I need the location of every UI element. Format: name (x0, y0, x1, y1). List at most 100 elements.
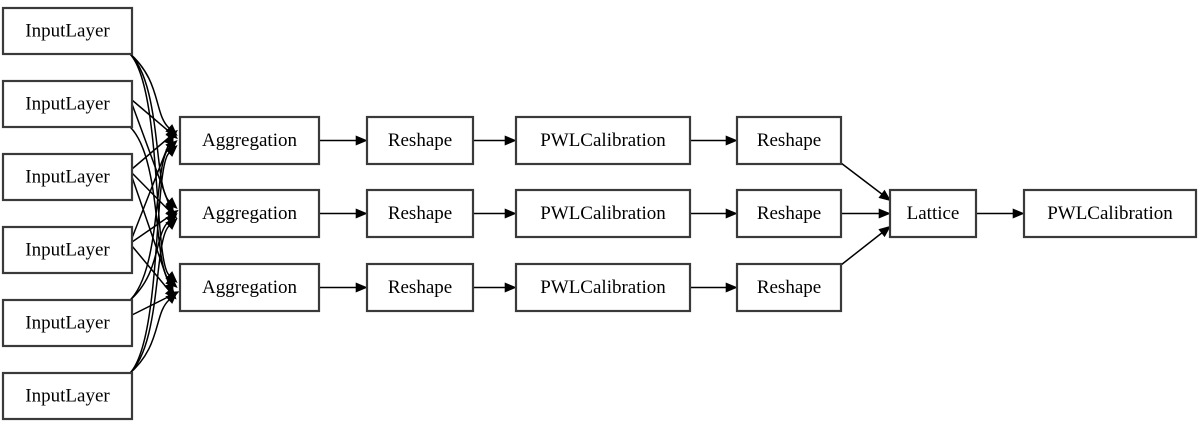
graph-node-lattice[interactable]: Lattice (888, 188, 978, 239)
node-box[interactable] (514, 188, 692, 239)
graph-edge (127, 140, 178, 303)
edge-arrowhead (355, 208, 368, 219)
node-box[interactable] (365, 115, 475, 166)
node-label: Reshape (388, 130, 452, 151)
graph-node-inputlayer[interactable]: InputLayer (1, 152, 134, 202)
graph-node-reshape[interactable]: Reshape (365, 188, 475, 239)
node-box[interactable] (1022, 188, 1198, 239)
graph-edge (841, 208, 891, 219)
node-box[interactable] (735, 115, 843, 166)
graph-node-inputlayer[interactable]: InputLayer (1, 225, 134, 275)
node-label: InputLayer (25, 385, 110, 406)
node-label: Aggregation (202, 130, 297, 151)
edge-arrowhead (878, 208, 891, 219)
graph-edge (127, 218, 178, 376)
edge-line (127, 147, 170, 303)
graph-node-reshape[interactable]: Reshape (735, 262, 843, 313)
node-label: PWLCalibration (540, 130, 666, 151)
node-box[interactable] (365, 188, 475, 239)
node-label: InputLayer (25, 166, 110, 187)
node-label: InputLayer (25, 312, 110, 333)
edge-arrowhead (165, 140, 178, 152)
node-label: Reshape (757, 203, 821, 224)
graph-node-aggregation[interactable]: Aggregation (178, 262, 321, 313)
edge-line (840, 162, 883, 195)
graph-node-inputlayer[interactable]: InputLayer (1, 298, 134, 348)
graph-edge (131, 103, 174, 216)
node-layer: InputLayerInputLayerInputLayerInputLayer… (1, 6, 1198, 421)
edge-arrowhead (165, 292, 178, 304)
graph-edge (319, 282, 368, 293)
edge-arrowhead (878, 189, 892, 202)
node-label: Reshape (757, 277, 821, 298)
graph-edge (319, 135, 368, 146)
node-label: Reshape (388, 203, 452, 224)
node-label: PWLCalibration (540, 203, 666, 224)
node-label: Aggregation (202, 203, 297, 224)
graph-node-inputlayer[interactable]: InputLayer (1, 6, 134, 56)
node-box[interactable] (178, 188, 321, 239)
node-box[interactable] (365, 262, 475, 313)
node-label: PWLCalibration (1047, 203, 1173, 224)
node-label: InputLayer (25, 239, 110, 260)
node-box[interactable] (735, 188, 843, 239)
edge-line (131, 245, 170, 291)
graph-node-reshape[interactable]: Reshape (365, 115, 475, 166)
node-box[interactable] (1, 371, 134, 421)
edge-arrowhead (725, 208, 738, 219)
graph-node-pwlcalibration[interactable]: PWLCalibration (514, 262, 692, 313)
node-box[interactable] (1, 6, 134, 56)
graph-edge (127, 292, 178, 376)
graph-node-reshape[interactable]: Reshape (365, 262, 475, 313)
edge-line (131, 136, 170, 170)
graph-node-pwlcalibration[interactable]: PWLCalibration (514, 188, 692, 239)
edge-arrowhead (165, 218, 178, 230)
graph-node-aggregation[interactable]: Aggregation (178, 115, 321, 166)
node-box[interactable] (514, 262, 692, 313)
graph-node-inputlayer[interactable]: InputLayer (1, 79, 134, 129)
node-box[interactable] (1, 79, 134, 129)
graph-node-pwlcalibration[interactable]: PWLCalibration (1022, 188, 1198, 239)
node-box[interactable] (178, 262, 321, 313)
node-label: Reshape (388, 277, 452, 298)
graph-node-reshape[interactable]: Reshape (735, 188, 843, 239)
node-box[interactable] (735, 262, 843, 313)
edge-arrowhead (504, 135, 517, 146)
edge-arrowhead (504, 208, 517, 219)
graph-edge (127, 51, 178, 136)
graph-node-pwlcalibration[interactable]: PWLCalibration (514, 115, 692, 166)
edge-arrowhead (725, 282, 738, 293)
node-label: PWLCalibration (540, 277, 666, 298)
node-box[interactable] (178, 115, 321, 166)
edge-arrowhead (504, 282, 517, 293)
edge-line (840, 232, 883, 266)
node-box[interactable] (1, 152, 134, 202)
edge-arrowhead (725, 135, 738, 146)
edge-line (127, 51, 170, 129)
graph-node-aggregation[interactable]: Aggregation (178, 188, 321, 239)
edge-line (131, 215, 170, 243)
edge-arrowhead (355, 282, 368, 293)
node-label: Aggregation (202, 277, 297, 298)
node-box[interactable] (1, 298, 134, 348)
edge-line (131, 143, 170, 239)
node-box[interactable] (1, 225, 134, 275)
node-label: InputLayer (25, 93, 110, 114)
node-box[interactable] (888, 188, 978, 239)
edge-line (131, 103, 170, 205)
graph-node-inputlayer[interactable]: InputLayer (1, 371, 134, 421)
node-label: InputLayer (25, 20, 110, 41)
edge-arrowhead (165, 145, 178, 157)
graph-edge (690, 208, 738, 219)
edge-line (127, 225, 170, 376)
graph-edge (319, 208, 368, 219)
graph-edge (473, 135, 517, 146)
graph-edge (840, 162, 892, 202)
edge-line (131, 99, 170, 133)
node-box[interactable] (514, 115, 692, 166)
edge-line (127, 299, 170, 376)
edge-arrowhead (878, 225, 892, 238)
graph-node-reshape[interactable]: Reshape (735, 115, 843, 166)
